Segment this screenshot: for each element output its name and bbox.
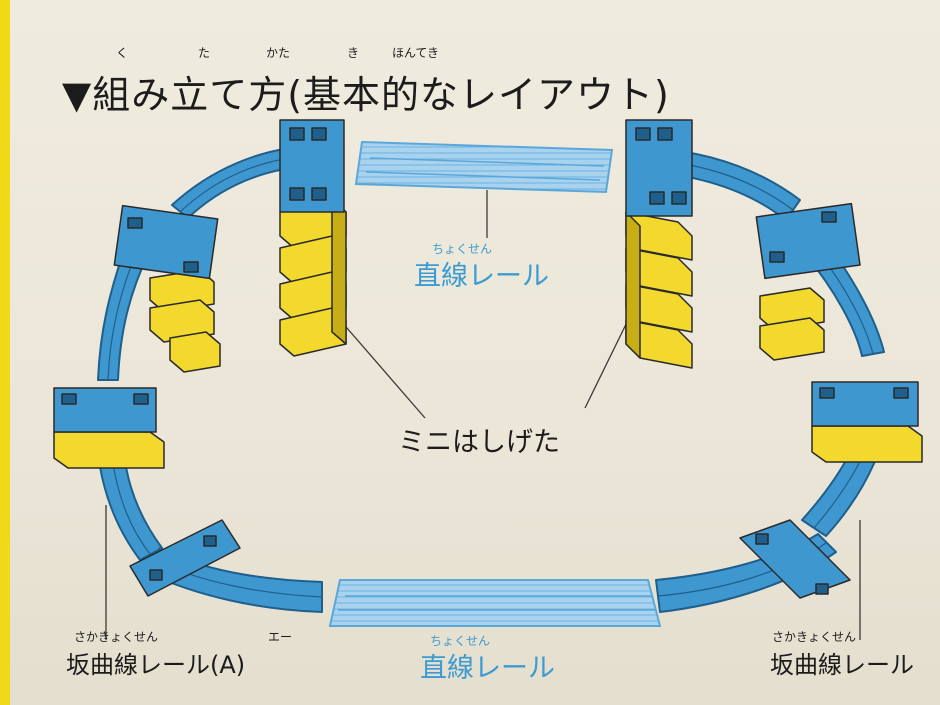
- leader-pier-left: [339, 319, 426, 419]
- straight-top-ruby: ちょくせん: [432, 242, 493, 256]
- slope-right-ruby: さかきょくせん: [772, 630, 857, 644]
- leader-pier-right: [584, 311, 633, 409]
- pier-stack-right-low: [811, 381, 923, 463]
- title-ruby-ta: た: [198, 46, 211, 60]
- pier-stack-right-tall: [625, 119, 693, 369]
- title-ruby-ki: き: [347, 46, 360, 60]
- base-block-bottom-right: [739, 519, 851, 599]
- slope-left-ruby: さかきょくせん: [74, 630, 159, 644]
- base-block-bottom-left: [129, 519, 241, 597]
- slope-curve-right-label: 坂曲線レール: [770, 651, 914, 679]
- straight-rail-bottom: [328, 579, 662, 627]
- slope-curve-left-label: 坂曲線レール(A): [66, 651, 246, 679]
- slope-left-ruby-a: エー: [268, 630, 293, 644]
- yellow-border-strip: [0, 0, 10, 705]
- title-ruby-kata: かた: [266, 46, 291, 60]
- pier-stack-left-mid: [113, 204, 221, 373]
- straight-top-label: 直線レール: [414, 261, 549, 292]
- leader-lines: [105, 190, 861, 640]
- pier-stack-left-tall: [279, 119, 347, 357]
- straight-bottom-label: 直線レール: [420, 653, 555, 684]
- pier-stack-left-low: [53, 387, 165, 469]
- mini-piers: [53, 119, 923, 599]
- straight-bottom-ruby: ちょくせん: [430, 634, 491, 648]
- pier-stack-right-mid: [755, 202, 861, 361]
- title-ruby-ku: く: [116, 46, 129, 60]
- title-ruby-honteki: ほんてき: [392, 46, 440, 60]
- straight-rail-top: [354, 140, 614, 194]
- page-title: ▼組み立て方(基本的なレイアウト): [62, 73, 670, 117]
- mini-pier-label: ミニはしげた: [398, 427, 560, 458]
